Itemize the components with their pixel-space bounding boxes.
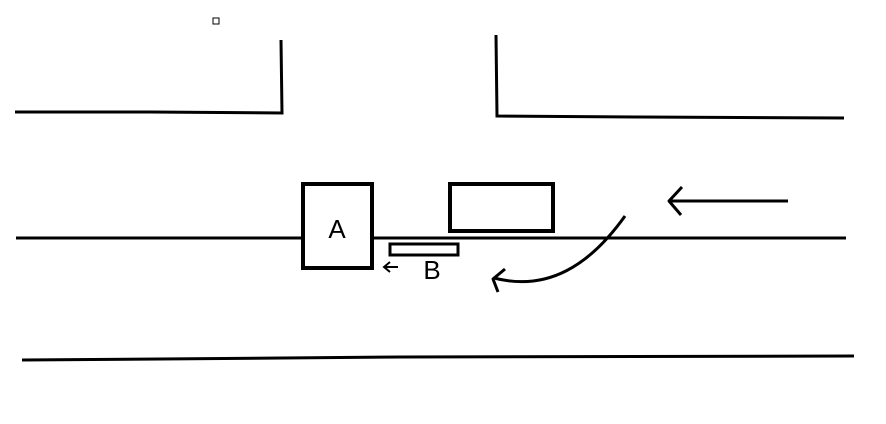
- curb-top-left: [15, 39, 284, 115]
- vehicle-b-label: B: [423, 255, 440, 285]
- curb-top-right: [494, 34, 845, 120]
- vehicle-b: [388, 242, 460, 257]
- parked-vehicle: [448, 182, 555, 233]
- small-left-arrow-icon: [382, 261, 398, 273]
- vehicle-a-label: A: [328, 214, 346, 244]
- turning-path-arrow-icon: [491, 215, 627, 293]
- traffic-direction-arrow-icon: [667, 185, 788, 216]
- road-edge-bottom: [21, 354, 855, 362]
- vehicle-a: [301, 182, 374, 270]
- small-square-marker: [212, 17, 220, 25]
